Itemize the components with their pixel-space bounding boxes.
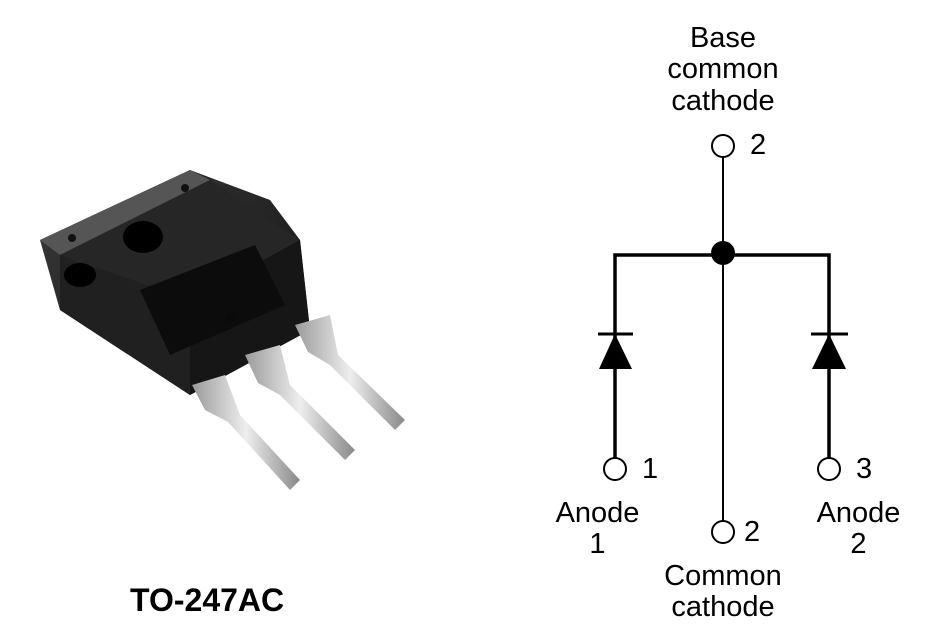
- left-pin-label: Anode 1: [545, 498, 650, 560]
- top-pin-number: 2: [750, 129, 767, 161]
- left-pin-number: 1: [642, 453, 659, 485]
- junction-dot: [711, 241, 735, 265]
- top-pin-label: Base common cathode: [663, 23, 783, 117]
- label-line: cathode: [671, 591, 775, 623]
- pin-3-terminal: [817, 457, 841, 481]
- pin-2-bottom-terminal: [711, 520, 735, 544]
- label-line: Anode: [816, 497, 901, 529]
- label-line: 1: [589, 528, 606, 560]
- package-name-caption: TO-247AC: [130, 582, 285, 618]
- label-line: Anode: [555, 497, 640, 529]
- pin-1-terminal: [603, 457, 627, 481]
- schematic: [598, 134, 848, 544]
- diode-1-symbol: [599, 334, 632, 369]
- pin-2-top-terminal: [711, 134, 735, 158]
- right-pin-label: Anode 2: [806, 498, 911, 560]
- center-pin-number: 2: [744, 516, 761, 548]
- label-line: common: [667, 53, 779, 85]
- center-pin-label: Common cathode: [653, 561, 793, 623]
- to247-package-image: [40, 170, 405, 490]
- right-pin-number: 3: [856, 453, 873, 485]
- label-line: Base: [689, 22, 757, 54]
- label-line: Common: [664, 560, 782, 592]
- diode-2-symbol: [812, 334, 846, 369]
- label-line: 2: [850, 528, 867, 560]
- label-line: cathode: [671, 85, 775, 117]
